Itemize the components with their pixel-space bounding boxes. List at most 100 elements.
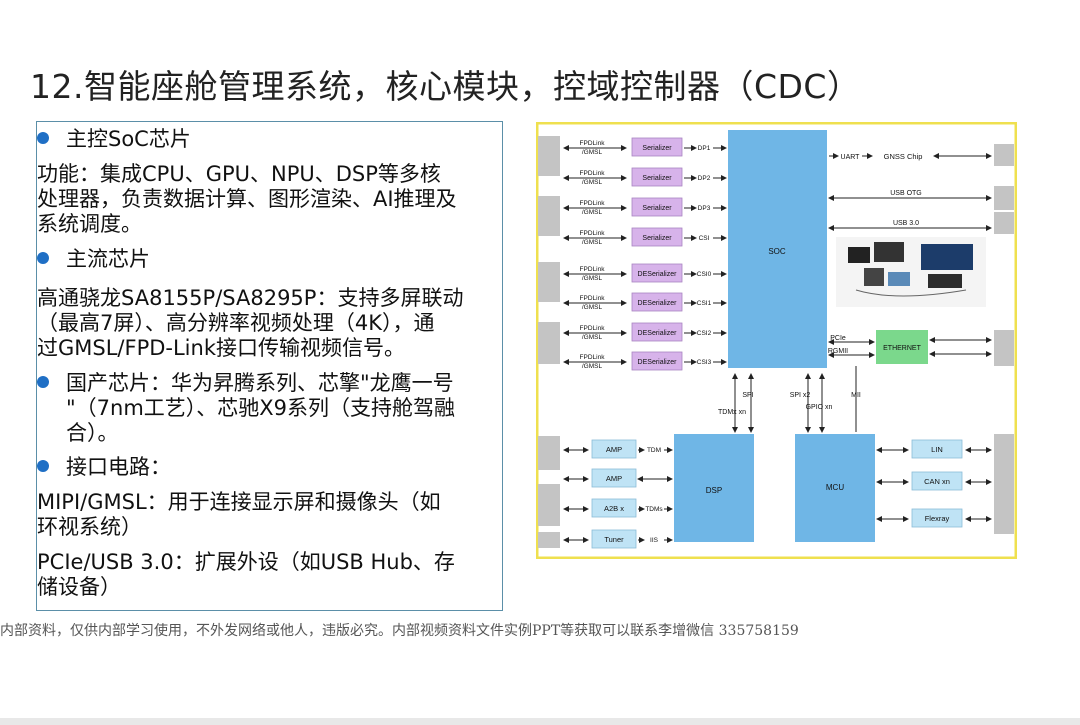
rgmii-label: RGMII [828,348,848,355]
bullet-interface: 接口电路： [37,453,171,482]
interface-label: DP2 [698,175,711,182]
connector-blocks [538,136,1014,548]
interface-label: DP1 [698,145,711,152]
paragraph-line: 储设备） [37,575,121,599]
audio-box [591,529,637,549]
bullet-dot-icon [37,252,49,264]
interface-label: CSI1 [697,300,712,307]
fpdlink-label: FPDLink [580,295,606,302]
fpdlink-label: FPDLink [580,200,606,207]
serializer-box [631,351,683,371]
fpdlink-label: /GMSL [582,239,603,246]
serializer-box [631,167,683,187]
interface-label: CSI0 [697,271,712,278]
interface-label: CSI [699,235,710,242]
connector-right [994,434,1014,534]
usb-otg-label: USB OTG [890,190,922,197]
fpdlink-label: /GMSL [582,334,603,341]
fpdlink-label: FPDLink [580,266,606,273]
paragraph-line: MIPI/GMSL：用于连接显示屏和摄像头（如 [37,490,441,514]
tdm-xn-label: TDMx xn [718,409,746,416]
audio-signal-label: TDM [647,447,661,454]
connector-left [538,484,560,526]
mcu-label: MCU [826,483,844,492]
bullet-dot-icon [37,132,49,144]
fpdlink-label: FPDLink [580,325,606,332]
component-blocks [591,130,963,549]
serializer-label: Serializer [642,235,672,242]
paragraph-line: 合）。 [66,421,119,445]
bullet-domestic: 国产芯片：华为昇腾系列、芯擎"龙鹰一号 [37,369,454,398]
gpio-xn-label: GPIO xn [806,404,833,411]
bus-label: Flexray [925,514,950,523]
footer-disclaimer: 内部资料，仅供内部学习使用，不外发网络或他人，违版必究。内部视频资料文件实例PP… [0,623,799,639]
serializer-label: Serializer [642,145,672,152]
fpdlink-label: FPDLink [580,354,606,361]
interface-label: DP3 [698,205,711,212]
bus-box [911,471,963,491]
spi-x2-label: SPI x2 [790,392,811,399]
fpdlink-label: /GMSL [582,363,603,370]
serializer-label: Serializer [642,175,672,182]
bullet-soc: 主控SoC芯片 [37,125,191,154]
soc-block [728,130,827,368]
serializer-box [631,227,683,247]
serializer-box [631,322,683,342]
fpdlink-label: /GMSL [582,209,603,216]
bullet-dot-icon [37,376,49,388]
fpdlink-label: /GMSL [582,149,603,156]
fpdlink-label: FPDLink [580,140,606,147]
paragraph-line: （最高7屏）、高分辨率视频处理（4K），通 [37,311,435,335]
usb3-label: USB 3.0 [893,220,919,227]
serializer-box [631,292,683,312]
bus-label: CAN xn [924,477,950,486]
bullet-dot-icon [37,460,49,472]
serializer-label: DESerializer [638,300,678,307]
bottom-rule [0,718,1080,725]
slide-title: 12.智能座舱管理系统，核心模块，控域控制器（CDC） [30,67,861,106]
spi-label: SPI [742,392,753,399]
bus-box [911,439,963,459]
dsp-block [674,434,754,542]
fpdlink-label: /GMSL [582,179,603,186]
bus-box [911,508,963,528]
connector-right [994,186,1014,210]
paragraph-line: "（7nm工艺）、芯驰X9系列（支持舱驾融 [66,396,456,420]
audio-label: AMP [606,445,622,454]
fpdlink-label: FPDLink [580,170,606,177]
content-textbox: 主控SoC芯片 功能：集成CPU、GPU、NPU、DSP等多核 处理器，负责数据… [36,121,503,611]
audio-box [591,468,637,488]
serializer-box [631,197,683,217]
paragraph-line: 过GMSL/FPD-Link接口传输视频信号。 [37,336,405,360]
serializer-label: DESerializer [638,271,678,278]
audio-label: AMP [606,474,622,483]
connector-left [538,322,560,364]
soc-label: SOC [768,247,786,256]
paragraph-line: 高通骁龙SA8155P/SA8295P：支持多屏联动 [37,286,464,310]
audio-label: A2B x [604,504,624,513]
audio-box [591,439,637,459]
fpdlink-label: /GMSL [582,275,603,282]
serializer-label: DESerializer [638,359,678,366]
connector-left [538,532,560,548]
dsp-label: DSP [706,486,722,495]
connector-left [538,436,560,470]
serializer-box [631,263,683,283]
connector-left [538,262,560,302]
audio-signal-label: TDMs [645,506,663,513]
connector-left [538,196,560,236]
serializer-label: Serializer [642,205,672,212]
connector-right [994,144,1014,166]
uart-label: UART [841,154,861,161]
interface-label: CSI3 [697,359,712,366]
bullet-mainstream: 主流芯片 [37,245,150,274]
connector-right [994,330,1014,366]
audio-signal-label: IIS [650,537,659,544]
pcie-label: PCIe [830,335,846,342]
ethernet-block [876,330,928,364]
product-photo-icon [836,237,986,307]
fpdlink-label: FPDLink [580,230,606,237]
audio-box [591,498,637,518]
